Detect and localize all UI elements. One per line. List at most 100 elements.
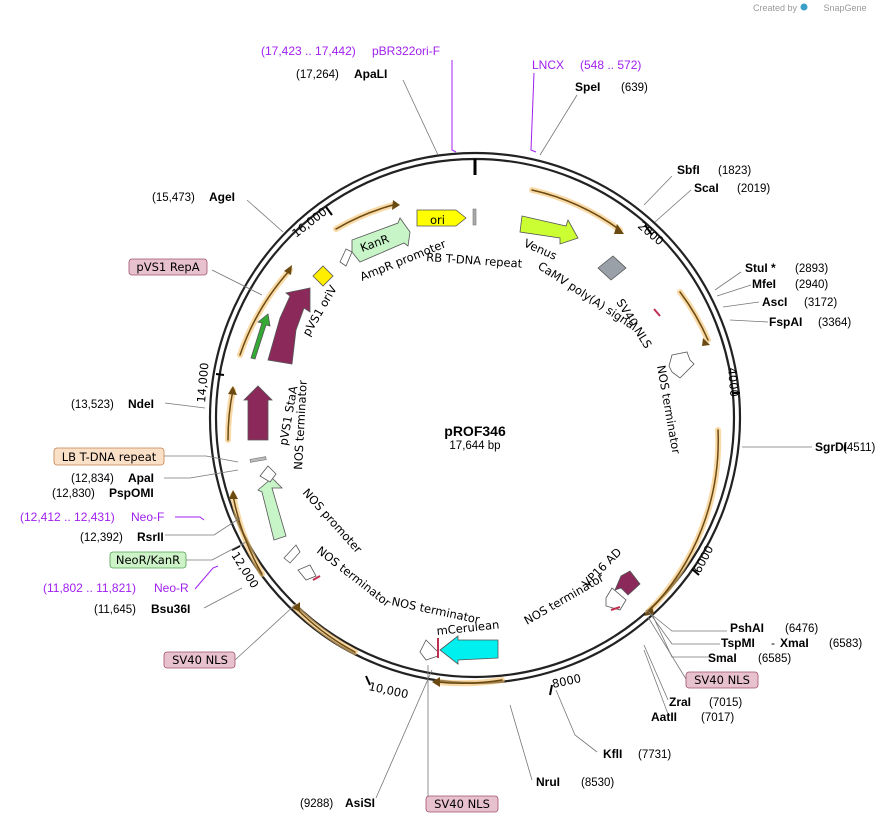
enzyme-name-spei: SpeI	[575, 80, 600, 94]
primer-range-lncx: (548 .. 572)	[580, 58, 641, 72]
nos-terminator-lower-right-arrow	[605, 587, 627, 611]
feature-label-nos-promoter: NOS promoter	[300, 486, 365, 556]
nos-terminator-small-arrow	[259, 465, 277, 483]
enzyme-pos-nrui: (8530)	[581, 777, 614, 789]
neo-primer-arrow-left	[250, 313, 271, 360]
enzyme-name-nrui: NruI	[536, 775, 560, 789]
box-neor-kanr	[109, 551, 187, 569]
enzyme-name-kfli: KflI	[603, 747, 622, 761]
enzyme-pos-asci: (3172)	[804, 297, 837, 309]
tick-label-8000: 8000	[551, 671, 583, 691]
vp16-ad-arrow	[614, 570, 641, 596]
enzyme-name-aatii: AatII	[651, 710, 677, 724]
enzyme-dash: -	[771, 636, 775, 650]
primer-range-pbr322ori-f: (17,423 .. 17,442)	[261, 44, 356, 58]
box-sv40-nls-bottom	[425, 795, 499, 813]
box-sv40-nls-left	[163, 651, 236, 669]
nos-promoter-arrow	[283, 544, 301, 564]
enzyme-name-pshai: PshAI	[730, 621, 764, 635]
enzyme-pos-zrai: (7015)	[709, 697, 742, 709]
enzyme-pos-bsu36i: (11,645)	[94, 604, 136, 616]
enzyme-pos-asisi: (9288)	[300, 798, 333, 810]
feature-label-rb-tdna-repeat: RB T-DNA repeat	[426, 250, 523, 271]
lb-tdna-repeat-mark	[249, 456, 267, 463]
tick-label-2000: 2000	[635, 219, 666, 249]
enzyme-pos-fspai: (3364)	[818, 317, 851, 329]
boxed-labels: pVS1 RepA LB T-DNA repeat NeoR/KanR SV40…	[53, 258, 759, 813]
primer-leaders	[175, 60, 537, 590]
enzyme-name-apai: ApaI	[128, 471, 154, 485]
enzyme-name-mfei: MfeI	[752, 277, 776, 291]
primer-name-neo-r: Neo-R	[154, 581, 189, 595]
enzyme-labels: (17,264) ApaLI SpeI (639) SbfI (1823) Sc…	[52, 67, 876, 810]
primer-name-lncx: LNCX	[532, 58, 564, 72]
enzyme-name-stui: StuI *	[745, 261, 776, 275]
primer-name-neo-f: Neo-F	[131, 510, 164, 524]
box-text-sv40-nls-left: SV40 NLS	[172, 653, 228, 667]
primer-labels: (17,423 .. 17,442) pBR322ori-F LNCX (548…	[20, 44, 641, 595]
primer-name-pbr322ori-f: pBR322ori-F	[372, 44, 440, 58]
feature-label-venus: Venus	[522, 236, 559, 263]
leader-lines	[164, 79, 812, 799]
enzyme-pos-apali: (17,264)	[296, 69, 339, 81]
enzyme-name-asisi: AsiSI	[345, 796, 375, 810]
plasmid-size: 17,644 bp	[449, 440, 500, 452]
enzyme-name-apali: ApaLI	[354, 67, 387, 81]
enzyme-name-xmai: XmaI	[780, 636, 809, 650]
enzyme-name-bsu36i: Bsu36I	[151, 602, 190, 616]
feature-label-ori: ori	[430, 213, 445, 227]
box-lb-tdna-repeat	[53, 447, 165, 466]
primer-range-neo-f: (12,412 .. 12,431)	[20, 510, 115, 524]
enzyme-pos-sbfi: (1823)	[718, 165, 751, 177]
enzyme-name-sbfi: SbfI	[677, 163, 700, 177]
plasmid-name: pROF346	[444, 423, 506, 439]
nos-terminator-left-arrow	[297, 564, 317, 581]
pvs1-staa-arrow	[243, 385, 273, 441]
enzyme-pos-stui: (2893)	[795, 263, 828, 275]
enzyme-name-rsrii: RsrII	[137, 530, 164, 544]
ampr-promoter-arrow	[339, 248, 353, 267]
enzyme-name-sgrdi: SgrDI	[815, 440, 847, 454]
pvs1-oriv-mark	[312, 265, 334, 287]
enzyme-pos-mfei: (2940)	[795, 279, 828, 291]
enzyme-pos-apai: (12,834)	[71, 473, 114, 485]
enzyme-pos-ndei: (13,523)	[71, 399, 114, 411]
enzyme-pos-smai: (6585)	[758, 653, 791, 665]
enzyme-name-tspmi: TspMI	[721, 636, 755, 650]
enzyme-pos-tspmi-xmai: (6583)	[829, 638, 862, 650]
pvs1-repa-arrow	[267, 287, 311, 365]
credit-prefix: Created by	[753, 3, 798, 13]
box-text-sv40-nls-bottom: SV40 NLS	[434, 797, 490, 811]
snapgene-logo-icon	[800, 3, 808, 11]
venus-arrow	[519, 215, 579, 245]
enzyme-pos-scai: (2019)	[737, 183, 770, 195]
nos-terminator-bottom-arrow	[419, 639, 439, 661]
sv40-nls-mark-left	[312, 575, 321, 581]
enzyme-name-agei: AgeI	[209, 190, 235, 204]
box-text-neor-kanr: NeoR/KanR	[116, 553, 180, 567]
neor-kanr-arrow	[257, 477, 287, 541]
primer-range-neo-r: (11,802 .. 11,821)	[43, 581, 136, 595]
box-sv40-nls-right	[685, 671, 759, 689]
enzyme-pos-agei: (15,473)	[152, 192, 195, 204]
enzyme-pos-aatii: (7017)	[701, 712, 734, 724]
enzyme-name-fspai: FspAI	[769, 315, 802, 329]
enzyme-pos-pshai: (6476)	[785, 623, 818, 635]
box-text-lb-tdna-repeat: LB T-DNA repeat	[62, 450, 157, 464]
tick-label-14000: 14,000	[194, 362, 211, 403]
enzyme-name-zrai: ZraI	[669, 695, 691, 709]
tick-label-10000: 10,000	[367, 679, 409, 701]
credit-brand: SnapGene	[823, 3, 866, 13]
orf-arcs	[224, 187, 722, 687]
box-text-sv40-nls-right: SV40 NLS	[694, 673, 750, 687]
feature-label-nos-terminator-left: NOS terminator	[291, 380, 310, 471]
enzyme-pos-sgrdi: (4511)	[843, 442, 876, 454]
box-pvs1-repa	[128, 258, 208, 276]
feature-arrows	[243, 208, 695, 665]
enzyme-name-smai: SmaI	[708, 651, 737, 665]
enzyme-name-asci: AscI	[762, 295, 787, 309]
enzyme-pos-spei: (639)	[621, 82, 648, 94]
sv40-nls-mark-top	[653, 308, 661, 317]
enzyme-name-pspomi: PspOMI	[109, 486, 154, 500]
